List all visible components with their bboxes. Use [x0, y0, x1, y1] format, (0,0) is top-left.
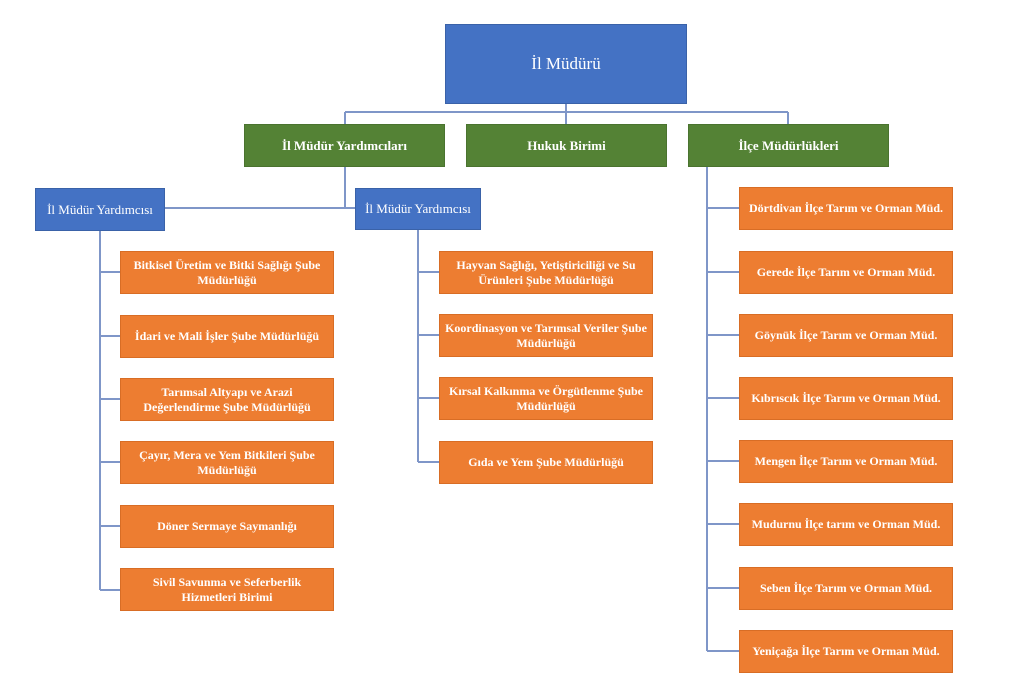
left-unit-box: Döner Sermaye Saymanlığı	[120, 505, 334, 548]
district-office-label: Seben İlçe Tarım ve Orman Müd.	[759, 581, 932, 596]
right-unit-box: Koordinasyon ve Tarımsal Veriler Şube Mü…	[439, 314, 653, 357]
left-unit-box: Tarımsal Altyapı ve Arazi Değerlendirme …	[120, 378, 334, 421]
assistant-left-label: İl Müdür Yardımcısı	[47, 201, 153, 217]
left-unit-label: Bitkisel Üretim ve Bitki Sağlığı Şube Mü…	[133, 258, 321, 287]
right-unit-box: Hayvan Sağlığı, Yetiştiriciliği ve Su Ür…	[439, 251, 653, 294]
district-directorates-box: İlçe Müdürlükleri	[688, 124, 889, 167]
left-unit-box: İdari ve Mali İşler Şube Müdürlüğü	[120, 315, 334, 358]
left-unit-label: Çayır, Mera ve Yem Bitkileri Şube Müdürl…	[139, 448, 315, 477]
district-office-box: Yeniçağa İlçe Tarım ve Orman Müd.	[739, 630, 953, 673]
left-unit-box: Sivil Savunma ve Seferberlik Hizmetleri …	[120, 568, 334, 611]
district-office-label: Gerede İlçe Tarım ve Orman Müd.	[756, 265, 936, 280]
assistant-left-box: İl Müdür Yardımcısı	[35, 188, 165, 231]
assistant-right-box: İl Müdür Yardımcısı	[355, 188, 481, 230]
district-office-box: Dörtdivan İlçe Tarım ve Orman Müd.	[739, 187, 953, 230]
district-office-box: Göynük İlçe Tarım ve Orman Müd.	[739, 314, 953, 357]
district-directorates-label: İlçe Müdürlükleri	[738, 137, 839, 153]
left-unit-label: İdari ve Mali İşler Şube Müdürlüğü	[134, 329, 320, 344]
assistants-group-box: İl Müdür Yardımcıları	[244, 124, 445, 167]
assistants-group-label: İl Müdür Yardımcıları	[282, 137, 407, 153]
district-office-box: Gerede İlçe Tarım ve Orman Müd.	[739, 251, 953, 294]
left-unit-label: Tarımsal Altyapı ve Arazi Değerlendirme …	[143, 385, 311, 414]
district-office-box: Mudurnu İlçe tarım ve Orman Müd.	[739, 503, 953, 546]
district-office-label: Mudurnu İlçe tarım ve Orman Müd.	[751, 517, 941, 532]
left-unit-box: Çayır, Mera ve Yem Bitkileri Şube Müdürl…	[120, 441, 334, 484]
left-unit-label: Döner Sermaye Saymanlığı	[157, 519, 297, 534]
district-office-label: Mengen İlçe Tarım ve Orman Müd.	[754, 454, 938, 469]
district-office-box: Mengen İlçe Tarım ve Orman Müd.	[739, 440, 953, 483]
district-office-box: Seben İlçe Tarım ve Orman Müd.	[739, 567, 953, 610]
right-unit-box: Kırsal Kalkınma ve Örgütlenme Şube Müdür…	[439, 377, 653, 420]
district-office-label: Kıbrıscık İlçe Tarım ve Orman Müd.	[751, 391, 941, 406]
assistant-right-label: İl Müdür Yardımcısı	[365, 201, 471, 217]
right-unit-label: Hayvan Sağlığı, Yetiştiriciliği ve Su Ür…	[456, 258, 636, 287]
right-unit-label: Kırsal Kalkınma ve Örgütlenme Şube Müdür…	[448, 384, 643, 413]
right-unit-label: Gıda ve Yem Şube Müdürlüğü	[468, 455, 624, 470]
district-office-label: Göynük İlçe Tarım ve Orman Müd.	[754, 328, 938, 343]
district-office-label: Dörtdivan İlçe Tarım ve Orman Müd.	[749, 201, 943, 216]
district-office-label: Yeniçağa İlçe Tarım ve Orman Müd.	[752, 644, 940, 659]
left-unit-label: Sivil Savunma ve Seferberlik Hizmetleri …	[152, 575, 302, 604]
right-unit-box: Gıda ve Yem Şube Müdürlüğü	[439, 441, 653, 484]
legal-unit-box: Hukuk Birimi	[466, 124, 667, 167]
right-unit-label: Koordinasyon ve Tarımsal Veriler Şube Mü…	[445, 321, 647, 350]
district-office-box: Kıbrıscık İlçe Tarım ve Orman Müd.	[739, 377, 953, 420]
left-unit-box: Bitkisel Üretim ve Bitki Sağlığı Şube Mü…	[120, 251, 334, 294]
director-box: İl Müdürü	[445, 24, 687, 104]
director-label: İl Müdürü	[531, 53, 601, 73]
legal-unit-label: Hukuk Birimi	[527, 137, 606, 153]
